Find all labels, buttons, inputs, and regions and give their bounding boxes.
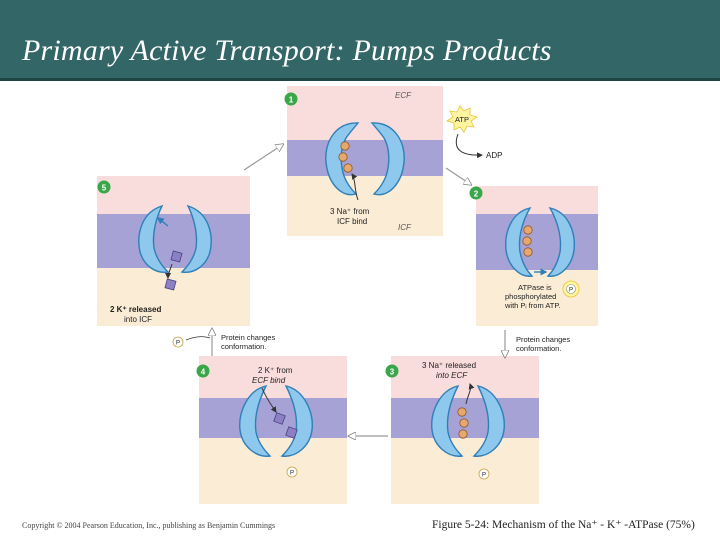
step-badge [97,180,111,194]
step-caption: 3 Na⁺ released [422,361,476,370]
step-badge [284,92,298,106]
step-caption: 2 K⁺ released [110,305,161,314]
binding-arrow [261,387,277,413]
footer-copyright: Copyright © 2004 Pearson Education, Inc.… [22,521,276,530]
sodium-ion [340,141,350,151]
phosphate-bound: P [286,466,298,478]
step-caption: into ICF [124,315,152,324]
potassium-ion [273,412,286,425]
potassium-ion [285,426,298,439]
phosphate-release-line [185,336,211,341]
step-number: 4 [201,368,206,377]
sodium-ion [457,407,467,417]
step-caption: phosphorylated [505,292,556,301]
step-badge [385,364,399,378]
adp-label: ADP [486,151,502,160]
phosphate-label: P [569,288,573,294]
icf-label: ICF [398,223,412,232]
step-caption: 3 Na⁺ from [330,207,370,216]
pump-protein [325,122,405,196]
step-number: 3 [390,368,395,377]
step-badge [469,186,483,200]
atp-burst [446,105,478,133]
icf-region [199,438,347,504]
atp-molecule: ATP [446,105,478,133]
pump-protein [505,206,575,277]
sodium-ion [459,418,469,428]
sodium-ion [523,247,533,257]
cycle-arrow-1-to-2 [445,167,470,184]
atp-to-adp-arrow [455,133,483,159]
ecf-region [97,176,250,214]
phosphate-released: P [172,336,184,348]
step-number: 2 [474,190,479,199]
phosphate-label: P [176,341,180,347]
release-arrow [165,263,173,279]
phosphate-label: P [290,471,294,477]
slide-header [0,0,720,78]
step-caption: ECF bind [252,376,286,385]
phosphate-label: P [482,473,486,479]
transition-caption: conformation. [221,342,266,351]
phosphate-bound: P [562,280,580,298]
pump-protein [431,384,505,457]
panel-step-2: 2 ATPase is phosphorylated with Pᵢ from … [469,186,598,326]
sodium-ion [523,225,533,235]
ecf-label: ECF [395,91,412,100]
step-caption: ICF bind [337,217,367,226]
icf-region [97,268,250,326]
icf-region [287,176,443,236]
icf-region [476,270,598,326]
step-badge [196,364,210,378]
atp-label: ATP [455,115,469,124]
step-caption: with Pᵢ from ATP. [504,301,561,310]
figure-caption: Figure 5-24: Mechanism of the Na⁺ - K⁺ -… [432,519,695,531]
sodium-ion [338,152,348,162]
ecf-region [391,356,539,398]
header-divider [0,78,720,81]
cycle-arrow-5-to-1 [243,145,282,171]
step-caption: 2 K⁺ from [258,366,293,375]
ecf-region [199,356,347,398]
panel-step-1: 1 ECF ICF 3 Na⁺ from ICF bind [284,86,443,236]
sodium-ion [522,236,532,246]
panel-step-3: 3 3 Na⁺ released into ECF P [385,356,539,504]
step-number: 1 [289,96,294,105]
panel-step-4: 4 2 K⁺ from ECF bind P [196,356,347,504]
sodium-ion [458,429,468,439]
transition-caption: Protein changes [516,335,570,344]
pump-protein [138,204,212,273]
transition-caption: conformation. [516,344,561,353]
step-caption: ATPase is [518,283,552,292]
potassium-ion [170,250,183,263]
icf-region [391,438,539,504]
panel-step-5: 5 2 K⁺ released into ICF [97,176,250,326]
binding-arrow [351,173,359,201]
membrane [199,398,347,438]
membrane [287,140,443,176]
ecf-region [476,186,598,214]
step-number: 5 [102,184,107,193]
step-caption: into ECF [436,371,468,380]
slide-title: Primary Active Transport: Pumps Products [22,34,552,67]
membrane [476,214,598,270]
pump-protein [239,384,313,457]
ecf-region [287,86,443,140]
transition-caption: Protein changes [221,333,275,342]
conformation-arrow [156,217,169,227]
sodium-ion [343,163,353,173]
phosphate-bound: P [478,468,490,480]
release-arrow [465,383,475,405]
potassium-ion [164,278,177,291]
